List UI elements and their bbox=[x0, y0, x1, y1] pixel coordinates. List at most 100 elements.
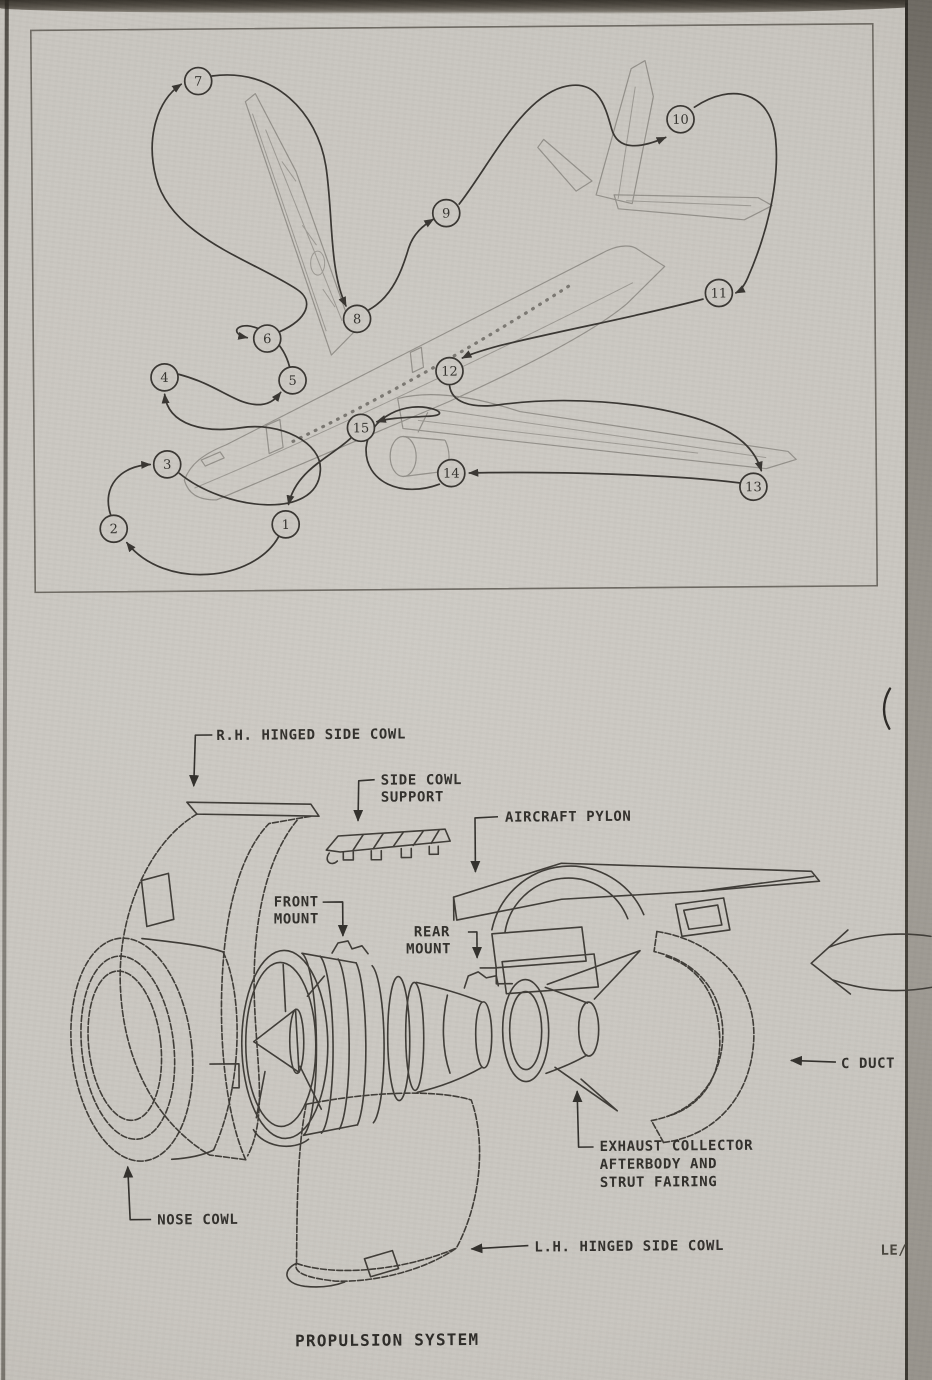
callout-number: 3 bbox=[163, 458, 171, 473]
leader-line bbox=[448, 385, 763, 472]
label-exhaust-line3: STRUT FAIRING bbox=[600, 1174, 717, 1191]
overview-figure: 1 2 3 4 5 6 7 8 9 10 11 12 13 14 15 bbox=[29, 22, 879, 594]
leader-line bbox=[107, 460, 152, 516]
left-stabilizer bbox=[537, 138, 593, 192]
label-leader-lines bbox=[123, 734, 836, 1254]
callout-12: 12 bbox=[435, 356, 464, 386]
aircraft-pylon-drawing bbox=[452, 862, 821, 995]
page-fold-line bbox=[905, 0, 908, 1380]
rh-hinged-side-cowl-drawing bbox=[119, 801, 320, 1161]
leader-line bbox=[468, 468, 741, 484]
callout-number: 5 bbox=[288, 374, 296, 389]
callout-14: 14 bbox=[436, 458, 466, 488]
door-outline bbox=[409, 346, 425, 374]
fuselage-crease bbox=[194, 282, 634, 489]
far-wing-lines bbox=[251, 113, 343, 332]
leader-aircraft-pylon bbox=[470, 815, 499, 873]
callout-10: 10 bbox=[666, 104, 695, 134]
leader-c-duct bbox=[789, 1055, 836, 1066]
label-c-duct: C DUCT bbox=[841, 1056, 895, 1072]
leader-line bbox=[161, 393, 322, 506]
callout-5: 5 bbox=[278, 366, 307, 395]
callout-number: 14 bbox=[443, 467, 460, 482]
leader-line bbox=[125, 535, 280, 576]
engine-nacelle-body bbox=[402, 412, 450, 478]
callout-8: 8 bbox=[342, 304, 372, 334]
door-outline bbox=[265, 418, 284, 455]
leader-line bbox=[368, 218, 435, 311]
leader-line bbox=[151, 83, 308, 333]
right-stabilizer-line bbox=[626, 200, 752, 207]
label-lh-hinged-side-cowl: L.H. HINGED SIDE COWL bbox=[534, 1238, 724, 1255]
label-front-mount-line2: MOUNT bbox=[274, 911, 319, 927]
label-aircraft-pylon: AIRCRAFT PYLON bbox=[505, 809, 632, 826]
callout-2: 2 bbox=[99, 514, 129, 544]
far-wing-flap-tracks bbox=[281, 161, 336, 308]
label-rear-mount-line1: REAR bbox=[414, 924, 450, 940]
label-front-mount-line1: FRONT bbox=[274, 894, 319, 910]
aircraft-sketch bbox=[183, 59, 797, 501]
airflow-arrow bbox=[810, 929, 932, 995]
leader-nose-cowl bbox=[123, 1165, 152, 1221]
bottom-strut-fairing bbox=[554, 1066, 619, 1112]
label-rh-hinged-side-cowl: R.H. HINGED SIDE COWL bbox=[216, 726, 406, 743]
side-cowl-support-drawing bbox=[325, 828, 451, 865]
label-rear-mount-line2: MOUNT bbox=[406, 941, 451, 957]
pylon-mount-structure bbox=[479, 926, 600, 995]
callout-1: 1 bbox=[271, 510, 301, 539]
callout-4: 4 bbox=[150, 363, 179, 392]
far-wing bbox=[244, 93, 354, 356]
leader-line bbox=[235, 324, 291, 368]
part-labels: R.H. HINGED SIDE COWL SIDE COWL SUPPORT … bbox=[157, 726, 895, 1255]
callout-leader-lines bbox=[107, 74, 778, 576]
callout-9: 9 bbox=[431, 198, 461, 228]
scan-top-edge bbox=[0, 0, 932, 14]
figure-caption: PROPULSION SYSTEM bbox=[295, 1330, 479, 1350]
leader-lh-cowl bbox=[470, 1243, 529, 1254]
fan-blades bbox=[255, 963, 326, 1119]
near-wing bbox=[397, 393, 797, 470]
leader-exhaust-collector bbox=[572, 1090, 594, 1148]
cut-off-edge-text: LE/ bbox=[880, 1243, 907, 1259]
scan-right-margin bbox=[908, 0, 932, 1380]
callout-13: 13 bbox=[739, 472, 768, 502]
label-exhaust-line1: EXHAUST COLLECTOR bbox=[600, 1138, 754, 1155]
callout-number: 15 bbox=[353, 421, 370, 436]
engine-core-drawing bbox=[371, 964, 500, 1124]
leader-rear-mount bbox=[467, 931, 483, 959]
near-wing-lines bbox=[417, 407, 767, 459]
front-mount-part bbox=[331, 940, 369, 955]
rudder-line bbox=[617, 86, 636, 199]
top-strut-fairing bbox=[546, 949, 641, 1000]
callout-number: 7 bbox=[194, 75, 202, 90]
fan-assembly-drawing bbox=[240, 940, 369, 1147]
label-side-cowl-support-line1: SIDE COWL bbox=[381, 772, 462, 789]
leader-front-mount bbox=[322, 901, 348, 937]
label-exhaust-line2: AFTERBODY AND bbox=[600, 1156, 717, 1173]
leader-line bbox=[458, 84, 667, 205]
label-nose-cowl: NOSE COWL bbox=[157, 1212, 238, 1229]
callout-6: 6 bbox=[252, 324, 282, 353]
leader-line bbox=[365, 406, 441, 491]
callout-number: 6 bbox=[263, 332, 271, 347]
fuselage bbox=[183, 245, 666, 501]
spinner-cone bbox=[252, 1008, 300, 1074]
leader-line bbox=[177, 373, 282, 406]
callout-number: 11 bbox=[711, 286, 728, 301]
label-side-cowl-support-line2: SUPPORT bbox=[381, 789, 444, 805]
right-stabilizer bbox=[613, 194, 773, 221]
callout-number: 2 bbox=[110, 522, 118, 537]
callouts: 1 2 3 4 5 6 7 8 9 10 11 12 13 14 15 bbox=[99, 66, 768, 544]
pylon-access-panel bbox=[674, 897, 731, 938]
cowl-latch-hole bbox=[363, 1249, 400, 1278]
callout-number: 12 bbox=[441, 365, 458, 380]
far-nacelle bbox=[310, 250, 326, 276]
callout-number: 1 bbox=[282, 518, 290, 533]
leader-line bbox=[693, 92, 778, 294]
callout-3: 3 bbox=[152, 449, 182, 479]
callout-number: 10 bbox=[672, 113, 689, 128]
c-duct-drawing bbox=[650, 930, 755, 1144]
cowl-latch-hole bbox=[140, 872, 175, 928]
callout-number: 4 bbox=[160, 371, 168, 386]
